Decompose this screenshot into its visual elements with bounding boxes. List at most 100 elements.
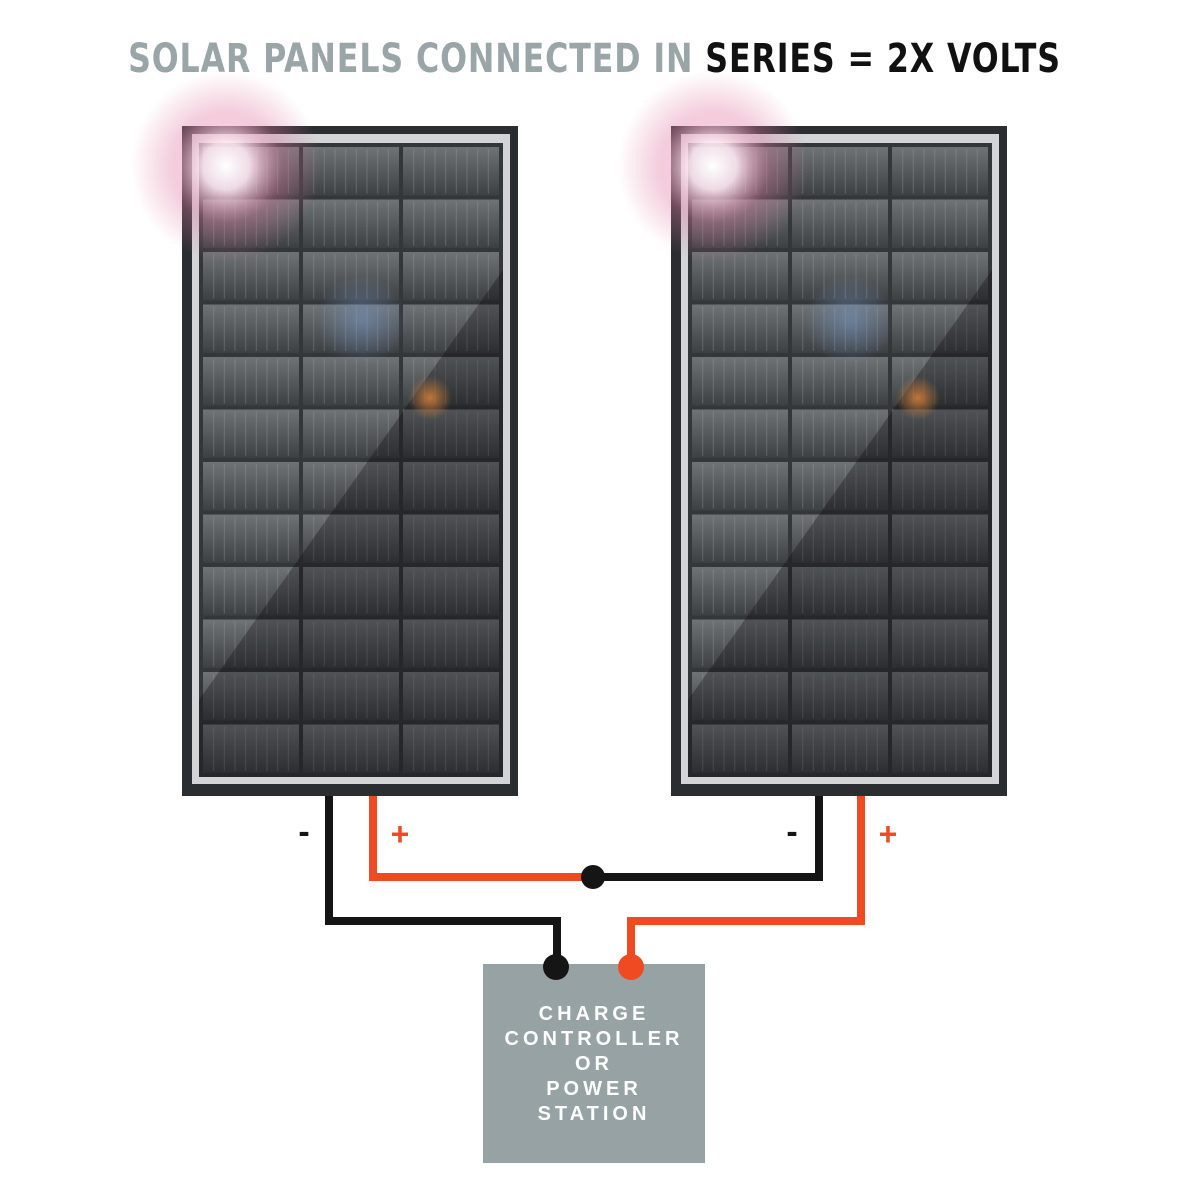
solar-cell (203, 724, 299, 773)
cell-busbars (802, 411, 878, 456)
positive-label-left: + (391, 816, 410, 852)
solar-cell (892, 619, 988, 668)
cell-busbars (413, 726, 489, 771)
lens-flare-orange (408, 376, 452, 420)
solar-cell (692, 304, 788, 353)
cell-busbars (213, 516, 289, 561)
sun-flare (131, 71, 321, 261)
positive-terminal (618, 954, 644, 980)
cell-busbars (702, 516, 778, 561)
solar-cell (403, 199, 499, 248)
solar-cell (403, 147, 499, 196)
solar-cell (792, 619, 888, 668)
solar-panel-right (618, 71, 1007, 796)
solar-cell (792, 147, 888, 196)
cell-busbars (702, 569, 778, 614)
cell-busbars (313, 359, 389, 404)
panel-cell-grid (203, 147, 499, 773)
cell-busbars (413, 674, 489, 719)
cell-busbars (702, 621, 778, 666)
solar-cell (792, 724, 888, 773)
cell-busbars (413, 254, 489, 299)
solar-cell (892, 724, 988, 773)
solar-cell (203, 409, 299, 458)
cell-busbars (802, 201, 878, 246)
cell-busbars (213, 569, 289, 614)
cell-busbars (413, 201, 489, 246)
charge-controller-box (483, 964, 705, 1163)
cell-busbars (802, 569, 878, 614)
device-line-4: POWER (546, 1078, 642, 1100)
device-line-3: OR (575, 1053, 613, 1075)
cell-busbars (313, 516, 389, 561)
cell-busbars (313, 621, 389, 666)
cell-busbars (213, 726, 289, 771)
series-junction-dot (581, 865, 605, 889)
title-emphasis: SERIES = 2X VOLTS (705, 36, 1061, 82)
cell-busbars (213, 464, 289, 509)
negative-terminal (543, 954, 569, 980)
solar-cell (692, 409, 788, 458)
solar-cell (892, 514, 988, 563)
negative-label-right: - (786, 813, 797, 851)
cell-busbars (413, 464, 489, 509)
sun-flare (618, 71, 808, 261)
negative-label-left: - (298, 813, 309, 851)
cell-busbars (902, 621, 978, 666)
negative-wire-left-to-controller (325, 796, 561, 965)
cell-busbars (702, 254, 778, 299)
solar-cell (692, 357, 788, 406)
cell-busbars (213, 254, 289, 299)
cell-busbars (902, 726, 978, 771)
cell-busbars (702, 359, 778, 404)
cell-busbars (702, 411, 778, 456)
cell-busbars (902, 569, 978, 614)
device-line-1: CHARGE (538, 1003, 650, 1025)
cell-busbars (802, 516, 878, 561)
cell-busbars (313, 674, 389, 719)
cell-busbars (802, 674, 878, 719)
solar-cell (403, 462, 499, 511)
device-line-2: CONTROLLER (504, 1028, 684, 1050)
solar-cell (403, 304, 499, 353)
solar-cell (403, 409, 499, 458)
cell-busbars (313, 569, 389, 614)
solar-cell (303, 514, 399, 563)
solar-cell (303, 409, 399, 458)
solar-cell (403, 619, 499, 668)
cell-busbars (902, 516, 978, 561)
solar-cell (303, 567, 399, 616)
solar-cell (203, 304, 299, 353)
solar-cell (203, 357, 299, 406)
cell-busbars (313, 411, 389, 456)
cell-busbars (213, 621, 289, 666)
cell-busbars (313, 726, 389, 771)
solar-cell (892, 462, 988, 511)
cell-busbars (313, 201, 389, 246)
solar-cell (203, 462, 299, 511)
solar-cell (892, 304, 988, 353)
solar-cell (403, 567, 499, 616)
cell-busbars (902, 306, 978, 351)
device-line-5: STATION (537, 1103, 651, 1125)
panel-cell-grid (692, 147, 988, 773)
cell-busbars (902, 149, 978, 194)
cell-busbars (213, 359, 289, 404)
cell-busbars (213, 674, 289, 719)
solar-cell (792, 672, 888, 721)
cell-busbars (413, 149, 489, 194)
solar-cell (303, 724, 399, 773)
lens-flare-blue (805, 275, 895, 365)
solar-cell (303, 462, 399, 511)
cell-busbars (413, 516, 489, 561)
solar-cell (403, 724, 499, 773)
solar-cell (892, 199, 988, 248)
solar-cell (303, 199, 399, 248)
solar-cell (203, 567, 299, 616)
solar-cell (692, 514, 788, 563)
lens-flare-orange (896, 376, 940, 420)
solar-cell (692, 672, 788, 721)
solar-cell (892, 252, 988, 301)
solar-cell (792, 357, 888, 406)
solar-cell (403, 514, 499, 563)
